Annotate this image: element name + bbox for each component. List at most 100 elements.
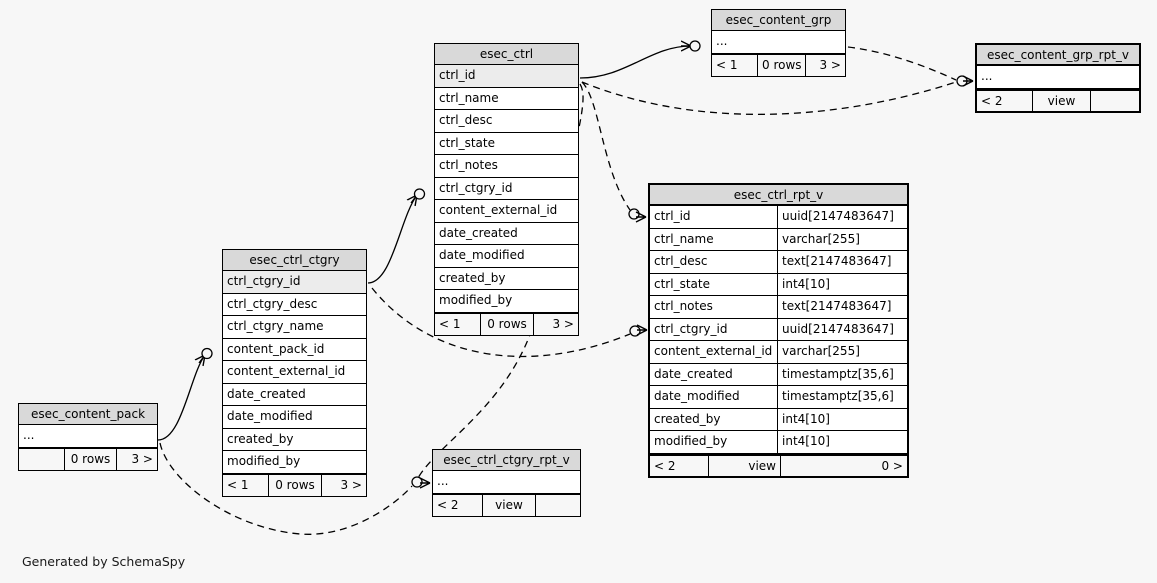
table-row[interactable]: ctrl_ctgry_id [223, 271, 366, 294]
table-esec-ctrl-ctgry[interactable]: esec_ctrl_ctgry ctrl_ctgry_id ctrl_ctgry… [222, 249, 367, 497]
table-row[interactable]: created_by [435, 268, 578, 290]
footer-next[interactable] [1090, 90, 1139, 111]
table-row[interactable]: ctrl_state int4[10] [650, 273, 907, 296]
table-row[interactable]: date_created timestamptz[35,6] [650, 363, 907, 386]
table-row[interactable]: ctrl_notes [435, 155, 578, 178]
table-row[interactable]: ctrl_id uuid[2147483647] [650, 206, 907, 229]
footer-next[interactable] [535, 494, 580, 516]
table-row[interactable]: date_modified [223, 406, 366, 429]
table-footer: < 1 0 rows 3 > [435, 312, 578, 335]
table-row[interactable]: ctrl_ctgry_id [435, 178, 578, 200]
table-row[interactable]: modified_by [223, 451, 366, 474]
edge-ctrl-to-ctrlrptv-ctrlid [581, 81, 647, 223]
table-row[interactable]: date_created [435, 223, 578, 245]
column-name: ctrl_desc [439, 113, 493, 127]
footer-prev[interactable]: < 2 [437, 497, 459, 512]
column-type: uuid[2147483647] [777, 318, 907, 340]
column-name: ... [437, 474, 449, 488]
footer-prev[interactable]: < 1 [439, 316, 461, 331]
column-name: ctrl_id [654, 209, 691, 223]
table-row[interactable]: ctrl_ctgry_id uuid[2147483647] [650, 318, 907, 341]
table-row[interactable]: modified_by int4[10] [650, 431, 907, 454]
table-row[interactable]: ctrl_ctgry_name [223, 316, 366, 339]
table-row[interactable]: ctrl_ctgry_desc [223, 294, 366, 316]
table-title: esec_ctrl_rpt_v [650, 185, 907, 206]
footer-rows: 0 rows [480, 313, 533, 335]
column-name: ctrl_desc [654, 254, 708, 268]
footer-kind: view [708, 455, 780, 476]
table-row[interactable]: created_by int4[10] [650, 408, 907, 431]
table-footer: < 1 0 rows 3 > [712, 53, 845, 76]
table-row[interactable]: ... [712, 31, 845, 54]
table-row[interactable]: content_external_id [223, 361, 366, 384]
footer-next[interactable]: 3 > [805, 54, 845, 76]
table-esec-content-pack[interactable]: esec_content_pack ... 0 rows 3 > [18, 403, 158, 471]
footer-prev[interactable]: < 2 [981, 93, 1003, 108]
column-type: text[2147483647] [777, 296, 907, 318]
footer-next[interactable]: 3 > [321, 474, 366, 496]
edge-ctgry-to-ctrl [367, 188, 426, 284]
footer-rows: 0 rows [64, 448, 116, 470]
table-row[interactable]: ctrl_desc [435, 110, 578, 133]
table-footer: 0 rows 3 > [19, 447, 157, 470]
footer-kind: view [481, 494, 536, 516]
table-row[interactable]: ctrl_state [435, 133, 578, 155]
column-name: ... [23, 428, 35, 442]
table-row[interactable]: ctrl_name [435, 88, 578, 110]
column-name: date_created [654, 366, 733, 381]
footer-prev[interactable]: < 1 [227, 477, 249, 492]
table-row[interactable]: ... [433, 471, 580, 494]
table-row[interactable]: ... [977, 66, 1139, 89]
column-type: int4[10] [777, 431, 907, 453]
column-name: date_created [227, 386, 306, 401]
footer-prev[interactable]: < 2 [654, 458, 676, 473]
footer-next[interactable]: 3 > [533, 313, 578, 335]
table-row[interactable]: content_external_id varchar[255] [650, 341, 907, 364]
column-name: ctrl_ctgry_name [227, 319, 324, 333]
column-type: text[2147483647] [777, 251, 907, 273]
edge-ctrl-to-contentgrprptv [581, 81, 957, 115]
column-name: date_created [439, 225, 518, 240]
column-type: varchar[255] [777, 228, 907, 250]
column-name: created_by [654, 411, 721, 426]
column-name: ctrl_ctgry_desc [227, 296, 318, 311]
table-row[interactable]: ... [19, 425, 157, 448]
table-row[interactable]: created_by [223, 429, 366, 451]
column-name: ctrl_ctgry_id [439, 180, 513, 195]
column-name: ctrl_id [439, 68, 476, 82]
column-name: date_modified [654, 389, 740, 403]
column-name: ctrl_name [439, 90, 499, 105]
table-footer: < 1 0 rows 3 > [223, 473, 366, 496]
table-row[interactable]: ctrl_name varchar[255] [650, 228, 907, 251]
footer-prev[interactable]: < 1 [716, 57, 738, 72]
column-name: content_external_id [439, 203, 558, 217]
table-row[interactable]: date_created [223, 384, 366, 406]
footer-next[interactable]: 0 > [780, 455, 907, 476]
table-esec-ctrl-ctgry-rpt-v[interactable]: esec_ctrl_ctgry_rpt_v ... < 2 view [432, 449, 581, 517]
table-esec-content-grp[interactable]: esec_content_grp ... < 1 0 rows 3 > [711, 9, 846, 77]
column-name: ctrl_state [654, 276, 710, 291]
table-row[interactable]: date_modified timestamptz[35,6] [650, 386, 907, 409]
column-name: ctrl_name [654, 231, 714, 246]
table-row[interactable]: modified_by [435, 290, 578, 313]
edge-contentgrp-to-rptv [847, 46, 974, 87]
column-type: timestamptz[35,6] [777, 363, 907, 385]
table-esec-ctrl-rpt-v[interactable]: esec_ctrl_rpt_v ctrl_id uuid[2147483647]… [648, 183, 909, 478]
column-type: int4[10] [777, 273, 907, 295]
table-row[interactable]: ctrl_desc text[2147483647] [650, 251, 907, 274]
table-row[interactable]: ctrl_notes text[2147483647] [650, 296, 907, 319]
table-row[interactable]: ctrl_id [435, 65, 578, 88]
footer-prev[interactable] [19, 449, 64, 470]
column-name: ... [981, 69, 993, 83]
table-footer: < 2 view 0 > [650, 453, 907, 476]
column-name: modified_by [654, 434, 728, 448]
table-row[interactable]: date_modified [435, 245, 578, 268]
table-row[interactable]: content_pack_id [223, 339, 366, 361]
table-row[interactable]: content_external_id [435, 200, 578, 223]
generated-by-note: Generated by SchemaSpy [22, 554, 186, 569]
table-esec-ctrl[interactable]: esec_ctrl ctrl_id ctrl_name ctrl_desc ct… [434, 43, 579, 336]
footer-next[interactable]: 3 > [116, 448, 157, 470]
column-name: ctrl_state [439, 135, 495, 150]
table-esec-content-grp-rpt-v[interactable]: esec_content_grp_rpt_v ... < 2 view [975, 43, 1141, 113]
